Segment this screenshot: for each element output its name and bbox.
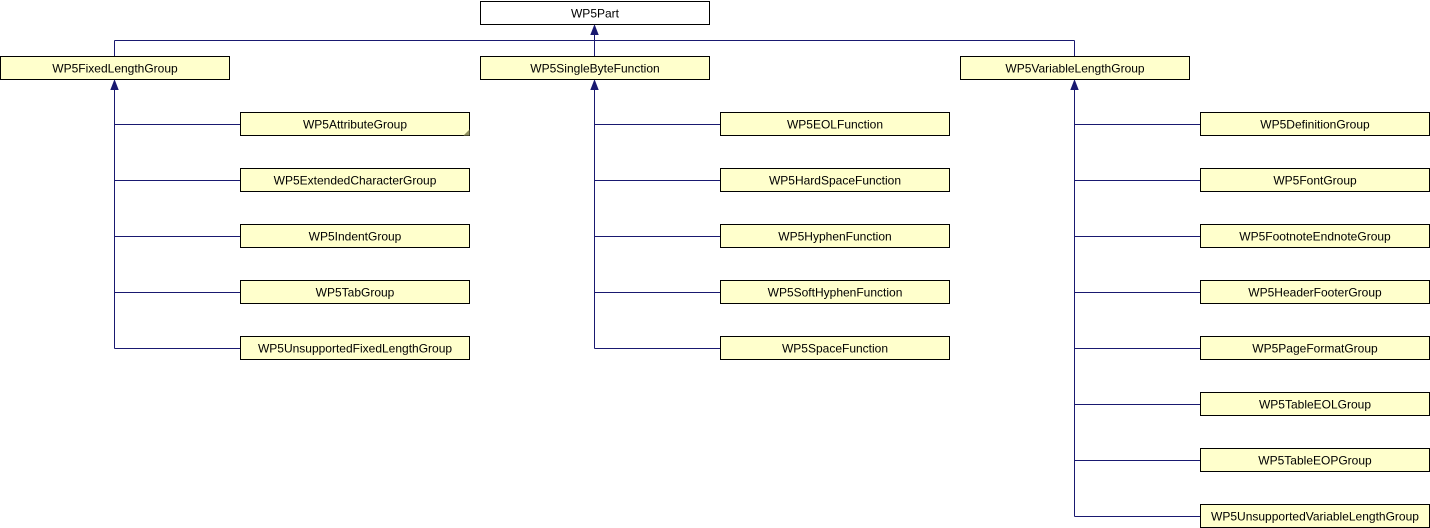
class-node-box [720,112,950,136]
class-node-wp5part[interactable]: WP5Part [480,1,710,25]
class-node-label: WP5FixedLengthGroup [52,62,178,76]
class-node-tableeol[interactable]: WP5TableEOLGroup [1200,392,1430,416]
class-node-font[interactable]: WP5FontGroup [1200,168,1430,192]
class-node-label: WP5PageFormatGroup [1252,342,1378,356]
folded-corner-icon [463,129,470,136]
class-node-box [240,112,470,136]
class-node-label: WP5SoftHyphenFunction [768,286,903,300]
class-node-label: WP5AttributeGroup [303,118,407,132]
class-node-box [720,336,950,360]
class-node-label: WP5HyphenFunction [778,230,891,244]
class-node-label: WP5HeaderFooterGroup [1248,286,1382,300]
class-node-box [720,280,950,304]
class-node-label: WP5TabGroup [316,286,395,300]
class-node-label: WP5FontGroup [1273,174,1357,188]
class-node-hyphen[interactable]: WP5HyphenFunction [720,224,950,248]
class-node-label: WP5UnsupportedFixedLengthGroup [258,342,452,356]
class-node-softhyphen[interactable]: WP5SoftHyphenFunction [720,280,950,304]
class-node-label: WP5IndentGroup [309,230,402,244]
class-node-eol[interactable]: WP5EOLFunction [720,112,950,136]
class-node-extchar[interactable]: WP5ExtendedCharacterGroup [240,168,470,192]
class-node-label: WP5TableEOPGroup [1258,454,1372,468]
class-node-footnote[interactable]: WP5FootnoteEndnoteGroup [1200,224,1430,248]
class-node-definition[interactable]: WP5DefinitionGroup [1200,112,1430,136]
class-node-pageformat[interactable]: WP5PageFormatGroup [1200,336,1430,360]
class-node-fixed[interactable]: WP5FixedLengthGroup [0,56,230,80]
class-node-tab[interactable]: WP5TabGroup [240,280,470,304]
class-node-label: WP5EOLFunction [787,118,883,132]
class-node-tableeop[interactable]: WP5TableEOPGroup [1200,448,1430,472]
group-arrowhead [110,79,119,90]
class-node-label: WP5UnsupportedVariableLengthGroup [1211,510,1419,524]
class-node-label: WP5FootnoteEndnoteGroup [1239,230,1391,244]
class-node-single[interactable]: WP5SingleByteFunction [480,56,710,80]
class-node-label: WP5SingleByteFunction [530,62,659,76]
class-node-box [720,224,950,248]
class-node-unsupfixed[interactable]: WP5UnsupportedFixedLengthGroup [240,336,470,360]
class-node-label: WP5Part [571,7,620,21]
class-node-headerfooter[interactable]: WP5HeaderFooterGroup [1200,280,1430,304]
class-node-box [480,56,710,80]
class-node-label: WP5ExtendedCharacterGroup [274,174,437,188]
class-node-label: WP5TableEOLGroup [1259,398,1371,412]
class-node-label: WP5DefinitionGroup [1260,118,1370,132]
class-node-box [240,336,470,360]
class-node-attr[interactable]: WP5AttributeGroup [240,112,470,136]
group-arrowhead [1070,79,1079,90]
class-node-space[interactable]: WP5SpaceFunction [720,336,950,360]
class-node-box [720,168,950,192]
class-node-box [240,224,470,248]
class-node-box [240,280,470,304]
class-node-label: WP5VariableLengthGroup [1005,62,1145,76]
class-node-hardspace[interactable]: WP5HardSpaceFunction [720,168,950,192]
root-arrowhead [590,24,599,35]
class-node-indent[interactable]: WP5IndentGroup [240,224,470,248]
class-node-box [240,168,470,192]
group-arrowhead [590,79,599,90]
class-node-box [0,56,230,80]
class-node-label: WP5SpaceFunction [782,342,888,356]
class-node-box [960,56,1190,80]
class-node-variable[interactable]: WP5VariableLengthGroup [960,56,1190,80]
inheritance-edges [110,24,1201,517]
class-node-label: WP5HardSpaceFunction [769,174,901,188]
class-node-unsupvar[interactable]: WP5UnsupportedVariableLengthGroup [1200,504,1430,528]
class-node-box [480,1,710,25]
